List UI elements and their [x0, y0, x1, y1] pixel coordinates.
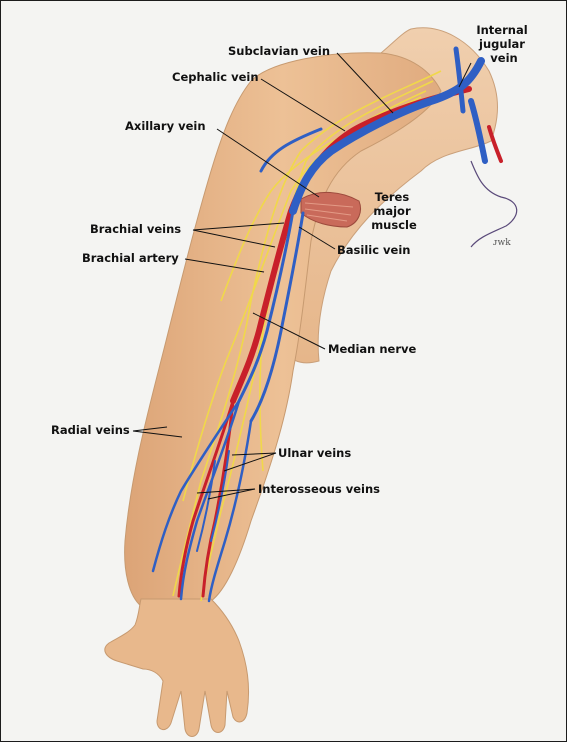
teres-major-muscle-shape — [300, 192, 361, 228]
label-axillary-vein: Axillary vein — [125, 119, 206, 133]
label-brachial-artery: Brachial artery — [82, 251, 179, 265]
label-teres-major-muscle: Teres major muscle — [371, 190, 417, 232]
hand-shape — [104, 598, 250, 737]
label-subclavian-vein: Subclavian vein — [228, 44, 330, 58]
label-radial-veins: Radial veins — [51, 423, 130, 437]
leader-lines — [132, 52, 472, 500]
label-median-nerve: Median nerve — [328, 342, 417, 356]
veins — [151, 46, 488, 603]
label-cephalic-vein: Cephalic vein — [172, 70, 259, 84]
label-basilic-vein: Basilic vein — [337, 243, 410, 257]
svg-text:ᴊwk: ᴊwk — [493, 238, 511, 248]
label-internal-jugular-vein: Internal jugular vein — [476, 23, 531, 65]
label-ulnar-veins: Ulnar veins — [278, 446, 351, 460]
label-interosseous-veins: Interosseous veins — [258, 482, 380, 496]
label-brachial-veins: Brachial veins — [90, 222, 181, 236]
